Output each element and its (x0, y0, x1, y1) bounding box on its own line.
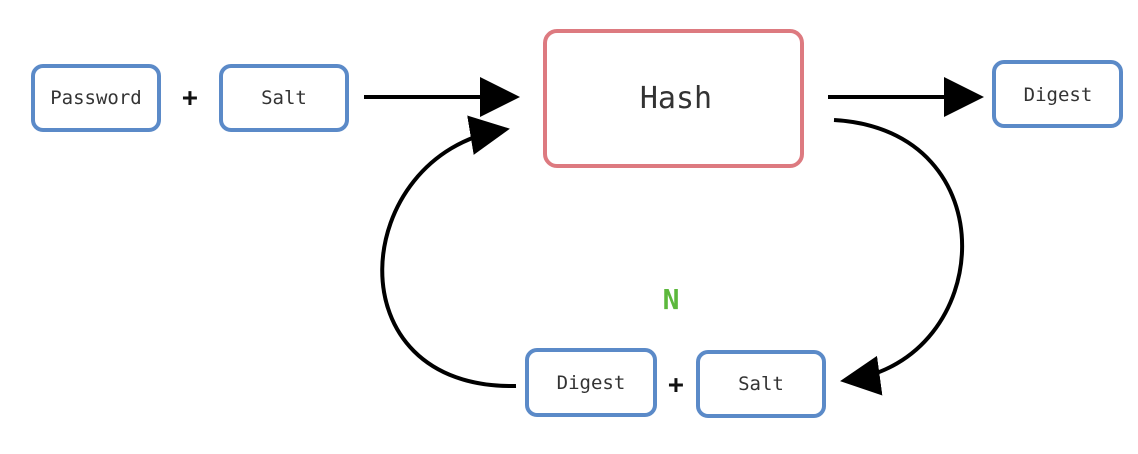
digest-output-node: Digest (992, 60, 1123, 128)
plus-operator-bottom: + (668, 370, 684, 400)
hash-box (543, 29, 804, 168)
password-label: Password (50, 87, 142, 109)
salt-loop-box (696, 350, 826, 418)
hash-label: Hash (640, 81, 712, 116)
digest-loop-label: Digest (557, 372, 626, 394)
salt-box-top (219, 64, 349, 132)
salt-loop-label: Salt (738, 373, 784, 395)
digest-loop-node: Digest (525, 348, 657, 417)
salt-loop-node: Salt (696, 350, 826, 418)
iterations-label: N (663, 283, 680, 316)
hash-node: Hash (543, 29, 804, 168)
digest-output-label: Digest (1024, 84, 1093, 106)
digest-loop-box (525, 348, 657, 417)
loop-arrow-left (380, 115, 517, 389)
salt-label-top: Salt (261, 87, 307, 109)
digest-output-box (992, 60, 1123, 128)
password-box (31, 64, 161, 132)
salt-node-top: Salt (219, 64, 349, 132)
plus-operator-top: + (182, 83, 198, 113)
password-node: Password (31, 64, 161, 132)
loop-arrow-right (833, 118, 965, 396)
